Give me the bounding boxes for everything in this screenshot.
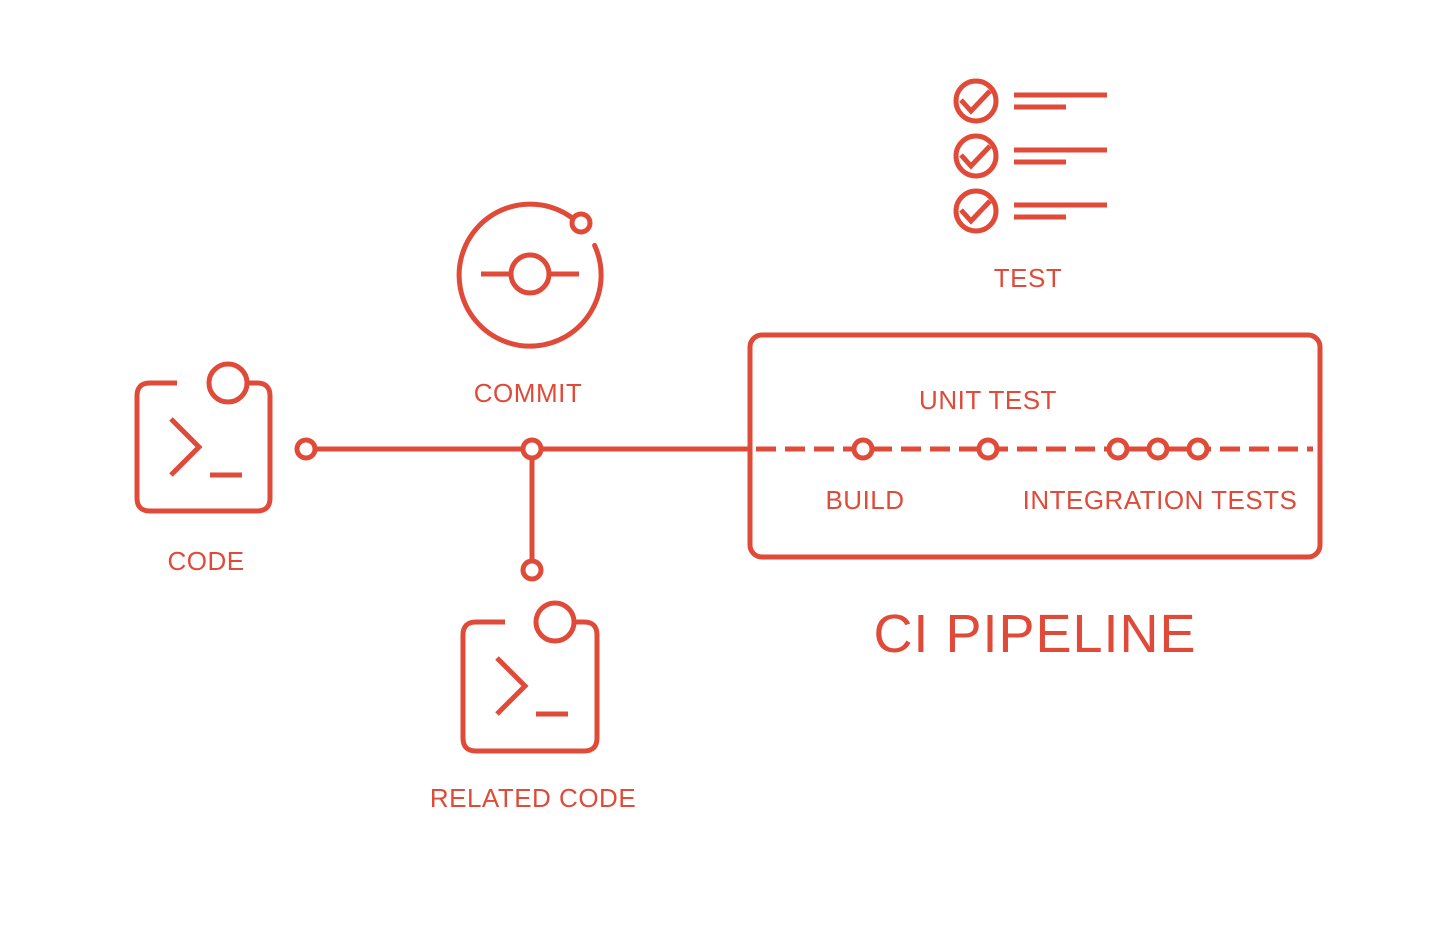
code-label: CODE bbox=[167, 546, 244, 576]
commit-center-circle bbox=[508, 252, 552, 296]
prompt-chevron-icon bbox=[169, 417, 203, 477]
checkmark-icon bbox=[959, 199, 992, 225]
commit-satellite-circle bbox=[569, 211, 593, 235]
commit-junction-node bbox=[520, 437, 544, 461]
terminal-box bbox=[460, 619, 600, 754]
checklist-row-3 bbox=[953, 188, 1107, 234]
commit-label: COMMIT bbox=[474, 378, 582, 408]
integration-node-3 bbox=[1186, 437, 1210, 461]
related-code-node bbox=[520, 558, 544, 582]
related-code-label: RELATED CODE bbox=[430, 783, 636, 813]
integration-tests-label: INTEGRATION TESTS bbox=[1023, 485, 1298, 515]
terminal-pin-circle bbox=[533, 600, 577, 644]
unit-test-node bbox=[976, 437, 1000, 461]
build-label: BUILD bbox=[825, 485, 904, 515]
integration-node-1 bbox=[1106, 437, 1130, 461]
build-node bbox=[851, 437, 875, 461]
checklist-row-2 bbox=[953, 133, 1107, 179]
check-circle-icon bbox=[953, 188, 999, 234]
test-label: TEST bbox=[994, 263, 1062, 293]
test-checklist-icon bbox=[953, 78, 1107, 234]
check-circle-icon bbox=[953, 133, 999, 179]
checklist-row-1 bbox=[953, 78, 1107, 124]
integration-node-2 bbox=[1146, 437, 1170, 461]
commit-icon bbox=[456, 201, 604, 349]
checkmark-icon bbox=[959, 89, 992, 115]
terminal-pin-circle bbox=[206, 361, 250, 405]
pipeline-box bbox=[747, 332, 1323, 560]
check-circle-icon bbox=[953, 78, 999, 124]
related-code-icon bbox=[460, 600, 600, 754]
terminal-box bbox=[134, 380, 273, 514]
code-branch-node bbox=[294, 437, 318, 461]
unit-test-label: UNIT TEST bbox=[919, 385, 1057, 415]
prompt-chevron-icon bbox=[495, 656, 529, 716]
code-icon bbox=[134, 361, 273, 514]
commit-orbit-arc bbox=[456, 201, 604, 349]
checkmark-icon bbox=[959, 144, 992, 170]
pipeline-title: CI PIPELINE bbox=[873, 604, 1196, 664]
